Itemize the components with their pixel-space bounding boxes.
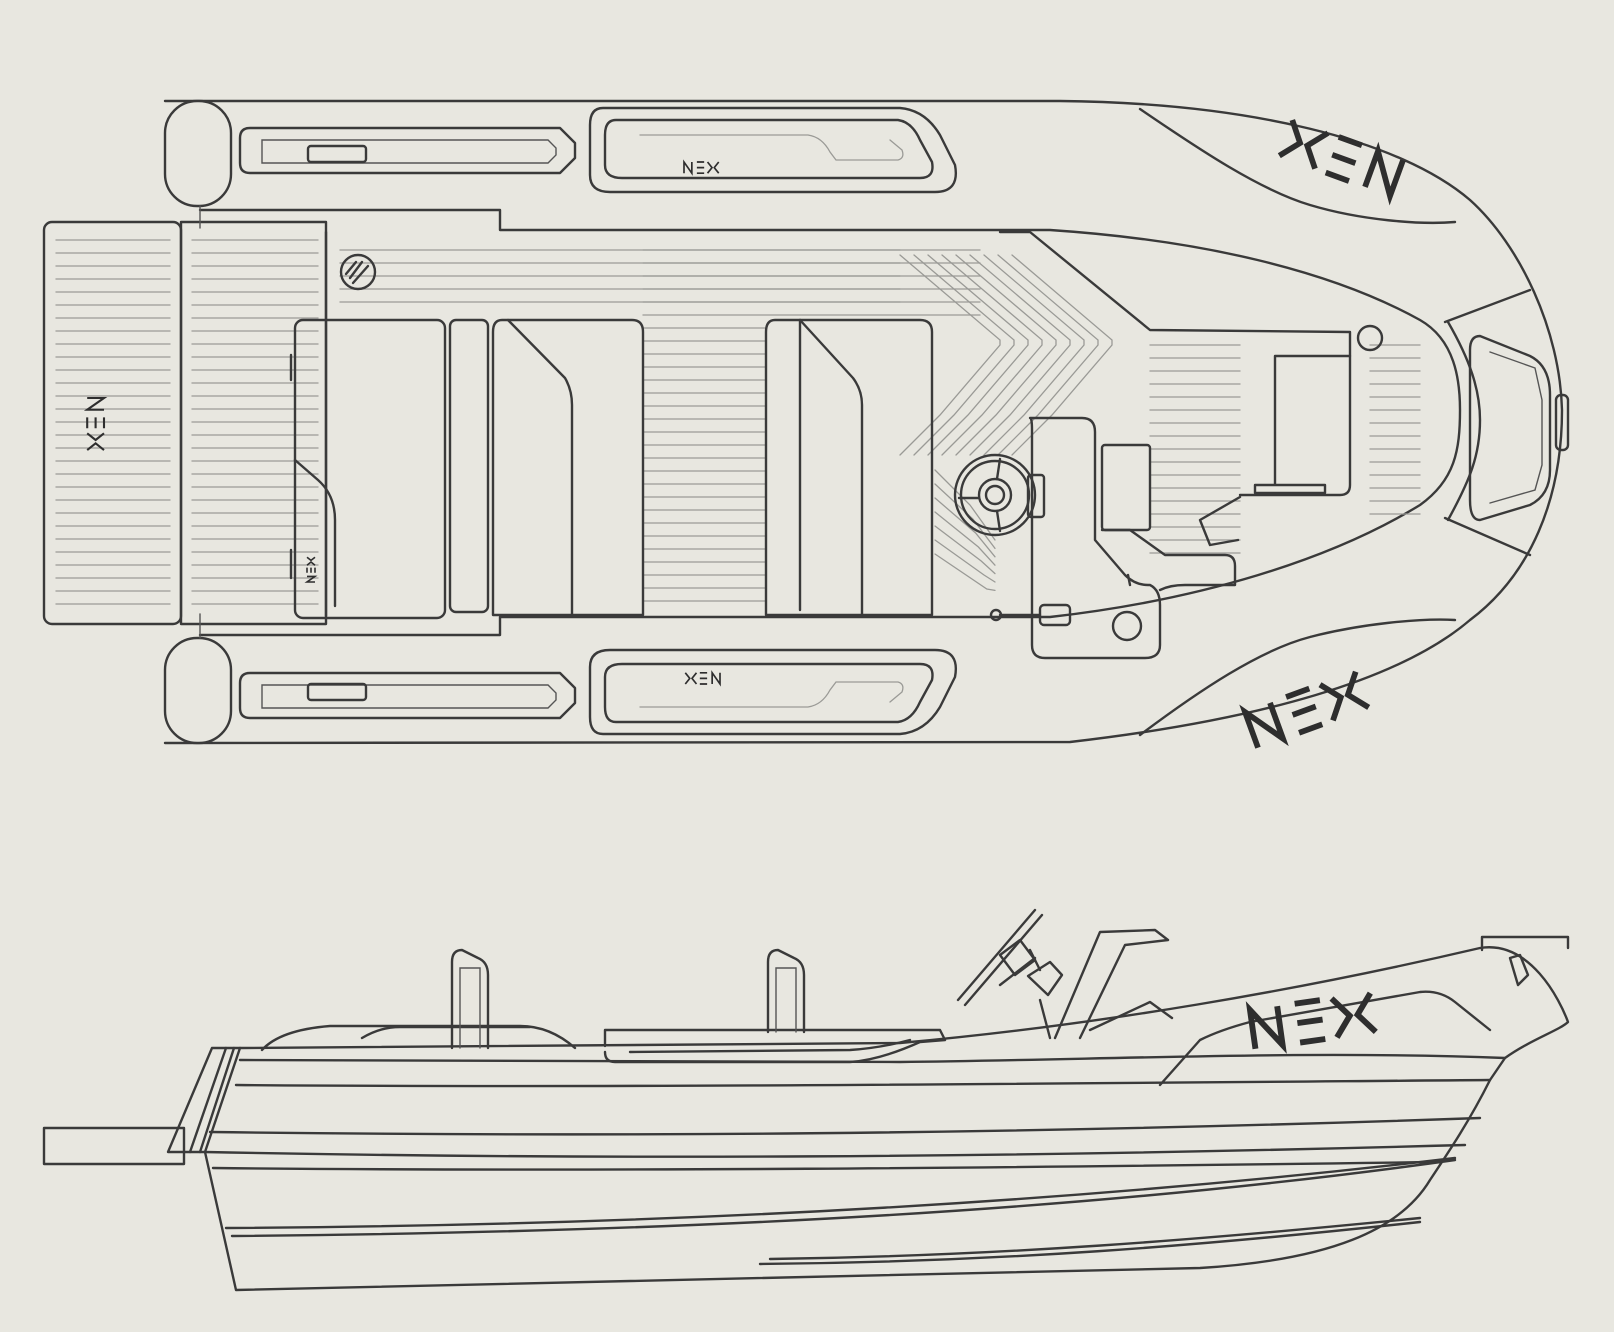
deck-chevron: [969, 254, 1071, 456]
deck-drain-icon: [339, 253, 377, 291]
deck-chevron: [997, 254, 1099, 456]
cleat-bow: [1356, 324, 1384, 352]
deck-chevron: [899, 254, 1001, 456]
swim-platform-side: [42, 1126, 186, 1166]
tube-cap-top: [163, 99, 233, 208]
deck-chevron: [941, 254, 1043, 456]
deck-chevron: [934, 483, 996, 550]
stern-tube-caps: [163, 99, 233, 745]
console-seat: [764, 318, 934, 617]
deck-chevron: [934, 497, 996, 558]
deck-chevron: [913, 254, 1015, 456]
deck-chevron: [1011, 254, 1113, 456]
transom-deck: [179, 220, 328, 626]
console-cleat: [1111, 610, 1143, 642]
transom-slats: [191, 239, 319, 605]
platform-slats: [55, 239, 171, 605]
grab-rail-2: [766, 948, 806, 1034]
deck-chevron: [983, 254, 1085, 456]
bottom-tube-details: [238, 618, 1457, 748]
grab-handle-top: [306, 144, 368, 164]
tube-cap-bottom: [163, 636, 233, 745]
deck-chevrons: [899, 254, 1113, 592]
deck-chevron: [934, 539, 996, 583]
rear-bench: [289, 318, 490, 620]
bow-details: [1443, 288, 1570, 557]
top-tube-details: [238, 106, 1457, 225]
top-view: [42, 99, 1570, 748]
deck-chevron: [927, 254, 1029, 456]
console: [953, 416, 1237, 660]
bow-seat: [998, 230, 1384, 547]
throttle: [989, 603, 1072, 627]
deck-chevron: [934, 553, 996, 592]
swim-platform: [42, 220, 183, 626]
deck-chevron: [955, 254, 1057, 456]
deck-slats: [339, 249, 1421, 602]
deck-chevron: [934, 511, 996, 566]
middle-seat: [491, 318, 645, 617]
grab-handle-bottom: [306, 682, 368, 702]
console-side: [956, 908, 1174, 1040]
steering-wheel: [953, 453, 1046, 537]
deck-edge-inner: [198, 208, 1462, 637]
deck-chevron: [934, 525, 996, 575]
side-view: [42, 908, 1570, 1292]
bow-eye: [1554, 393, 1570, 452]
grab-rail-1: [450, 948, 490, 1050]
